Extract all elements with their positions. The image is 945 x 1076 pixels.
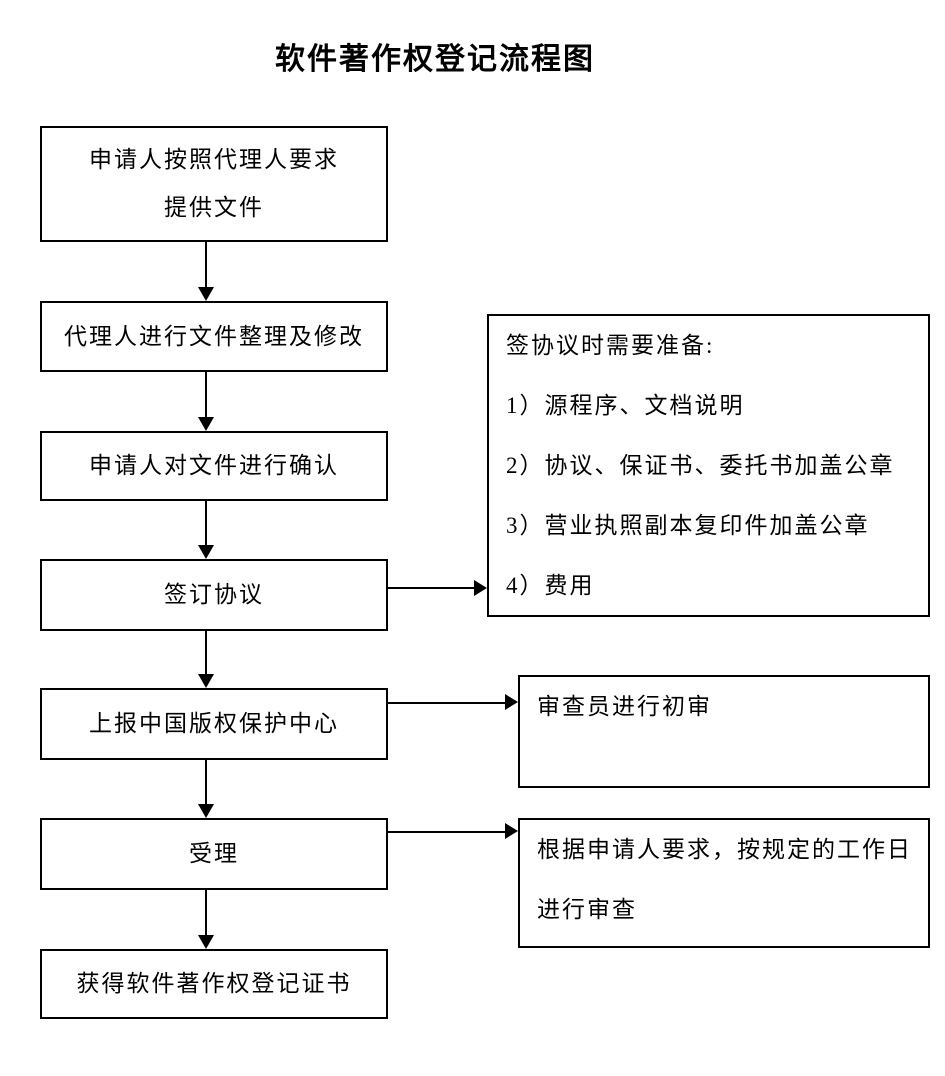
arrowhead-down-icon [198,935,214,949]
note-line: 4）费用 [506,573,595,598]
note-line: 审查员进行初审 [537,694,712,719]
step-label: 签订协议 [164,582,264,608]
connector-step1-step2 [205,242,207,288]
arrowhead-right-icon [474,580,487,596]
step-box-acceptance: 受理 [40,818,388,890]
connector-acceptance-to-review-working-days [388,831,506,833]
connector-step3-step4 [205,501,207,546]
connector-step5-step6 [205,760,207,805]
arrowhead-down-icon [198,674,214,688]
connector-step4-step5 [205,631,207,675]
step-box-sign-agreement: 签订协议 [40,559,388,631]
arrowhead-down-icon [198,545,214,559]
note-box-agreement-preparation-list: 签协议时需要准备: 1）源程序、文档说明 2）协议、保证书、委托书加盖公章 3）… [487,314,930,617]
note-line: 3）营业执照副本复印件加盖公章 [506,513,870,538]
step-box-provide-documents: 申请人按照代理人要求 提供文件 [40,126,388,242]
step-label: 申请人按照代理人要求 [89,147,339,173]
note-line: 根据申请人要求，按规定的工作日 [537,837,912,862]
note-box-initial-review: 审查员进行初审 [518,675,930,788]
step-label: 提供文件 [164,194,264,220]
page-title: 软件著作权登记流程图 [275,43,595,76]
step-label: 上报中国版权保护中心 [89,711,339,737]
step-label: 获得软件著作权登记证书 [76,971,352,997]
note-line: 进行审查 [537,897,637,922]
note-box-review-working-days: 根据申请人要求，按规定的工作日 进行审查 [518,818,930,948]
step-box-obtain-certificate: 获得软件著作权登记证书 [40,949,388,1019]
step-box-organize-documents: 代理人进行文件整理及修改 [40,301,388,372]
step-label: 申请人对文件进行确认 [89,453,339,479]
arrowhead-down-icon [198,804,214,818]
connector-submit-to-initial-review [388,702,506,704]
note-line: 1）源程序、文档说明 [506,393,745,418]
note-line: 2）协议、保证书、委托书加盖公章 [506,453,895,478]
note-line: 签协议时需要准备: [506,333,715,358]
connector-step2-step3 [205,372,207,418]
connector-step6-step7 [205,890,207,936]
step-label: 代理人进行文件整理及修改 [64,323,364,349]
arrowhead-down-icon [198,417,214,431]
step-label: 受理 [189,841,239,867]
connector-sign-agreement-to-preparation-list [388,587,475,589]
arrowhead-right-icon [505,823,518,839]
arrowhead-right-icon [505,694,518,710]
step-box-submit-to-copyright-center: 上报中国版权保护中心 [40,688,388,760]
step-box-confirm-documents: 申请人对文件进行确认 [40,431,388,501]
arrowhead-down-icon [198,287,214,301]
